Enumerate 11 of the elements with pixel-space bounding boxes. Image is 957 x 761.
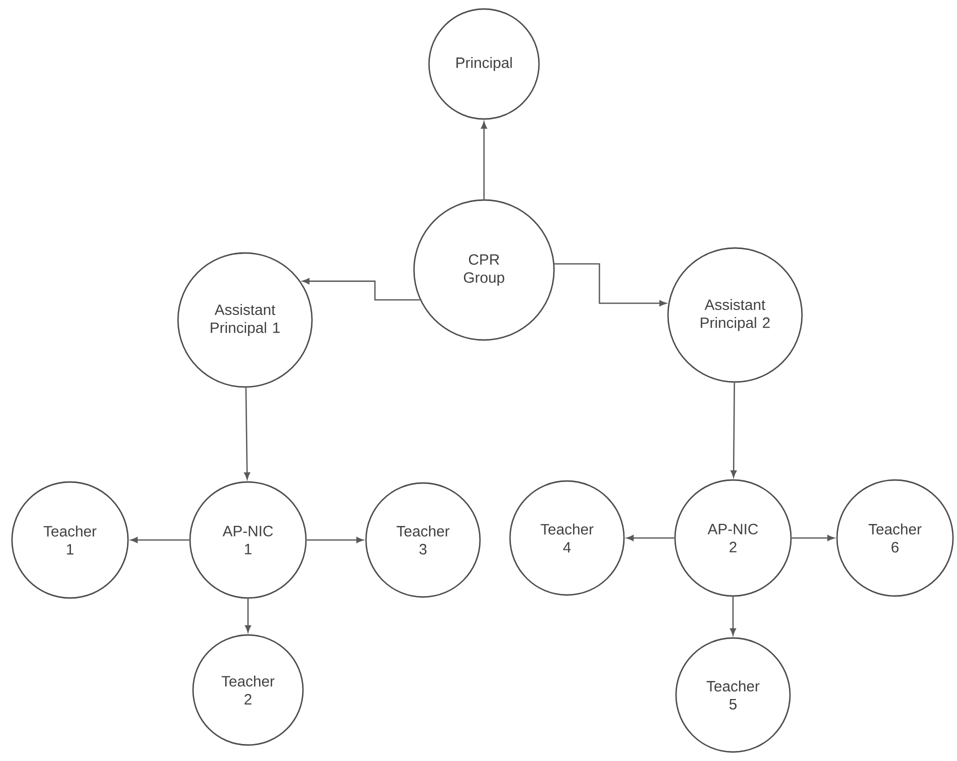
arrow	[244, 388, 250, 480]
arrow	[481, 122, 487, 200]
arrow	[302, 278, 420, 301]
arrow	[245, 598, 251, 632]
arrow	[792, 535, 834, 541]
arrow	[730, 596, 736, 636]
arrow	[130, 537, 190, 543]
arrow	[626, 535, 674, 541]
arrow	[554, 263, 666, 306]
arrow	[730, 382, 737, 478]
arrow	[306, 537, 364, 543]
